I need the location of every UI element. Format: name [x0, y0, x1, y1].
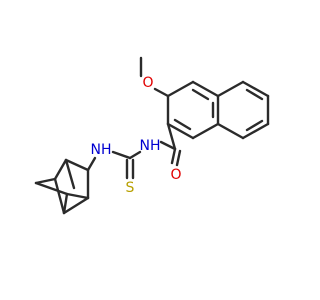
structure-canvas: O NH O NH S: [34, 56, 270, 215]
amide-nh-label: NH: [140, 138, 161, 154]
adamantyl-bonds: [34, 156, 97, 215]
thione-sulfur-label: S: [126, 180, 135, 196]
naphthalene-bonds: [166, 80, 270, 140]
amide-bonds: [159, 122, 182, 167]
methoxy-bonds: [139, 56, 170, 98]
amide-oxygen-label: O: [170, 167, 181, 183]
methoxy-oxygen-label: O: [142, 75, 153, 91]
molecule-drawing: O NH O NH S: [34, 56, 270, 215]
thiourea-nh-label: NH: [91, 142, 112, 158]
thiourea-bonds: [111, 150, 142, 180]
